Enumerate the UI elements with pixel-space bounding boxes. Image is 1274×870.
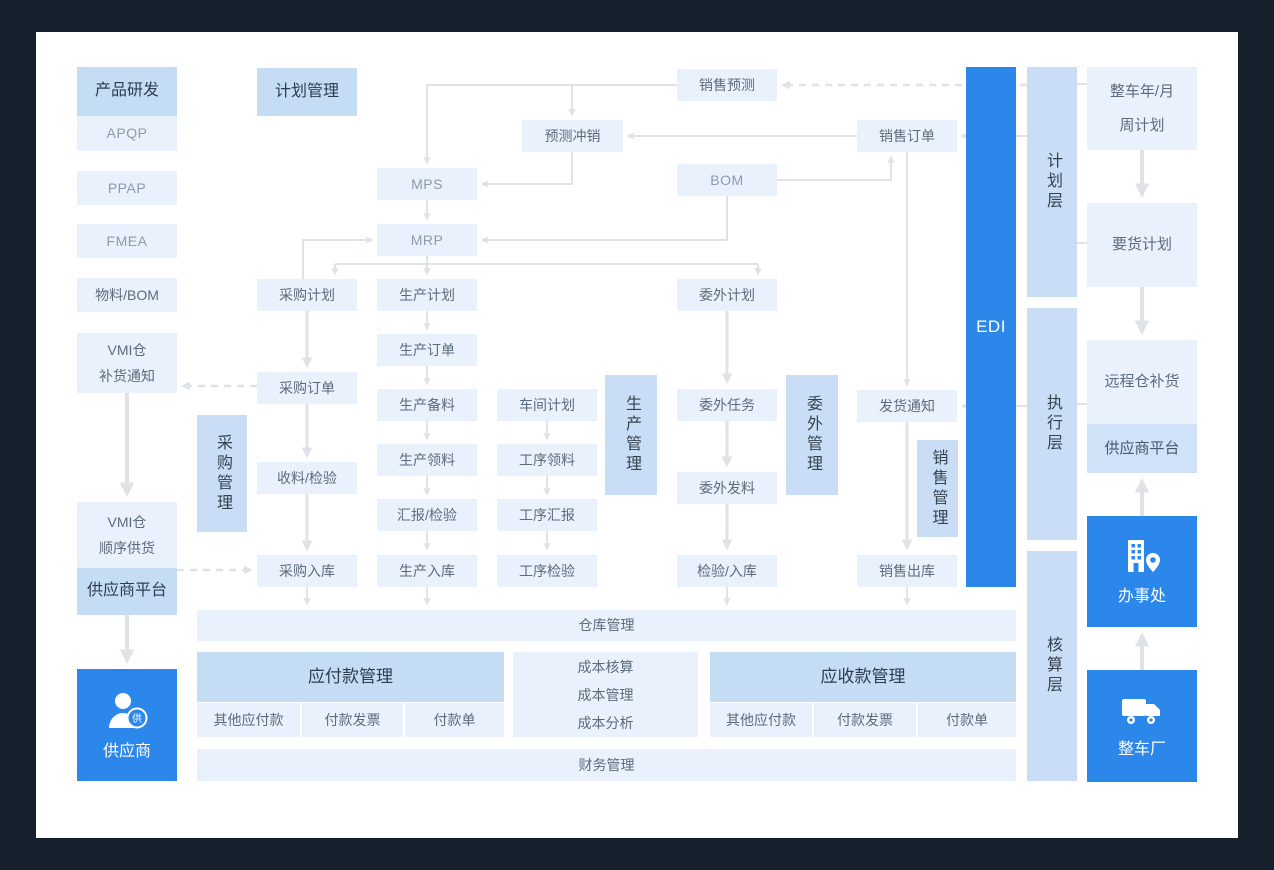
node-payable-slip: 付款单 [405, 703, 504, 737]
node-out-task: 委外任务 [677, 389, 777, 421]
node-vmi-replenish: VMI仓 补货通知 [77, 333, 177, 393]
node-process-report: 工序汇报 [497, 499, 597, 531]
node-fmea: FMEA [77, 224, 177, 258]
node-demand-plan: 要货计划 [1087, 203, 1197, 287]
node-apqp: APQP [77, 116, 177, 151]
node-oem-factory: 整车厂 [1087, 670, 1197, 782]
bar-outsource-mgmt: 委外管理 [786, 375, 838, 495]
group-cost: 成本核算 成本管理 成本分析 [513, 652, 698, 737]
office-building-icon [1128, 540, 1160, 572]
node-cost-accounting: 成本核算 [577, 658, 634, 675]
bar-layer-account: 核算层 [1027, 551, 1077, 781]
node-cost-analysis: 成本分析 [577, 714, 634, 731]
supplier-badge [126, 707, 148, 728]
node-process-pick: 工序领料 [497, 444, 597, 476]
node-prod-in: 生产入库 [377, 555, 477, 587]
node-supplier-platform-right: 供应商平台 [1087, 424, 1197, 473]
node-purchase-plan: 采购计划 [257, 279, 357, 311]
node-purchase-in: 采购入库 [257, 555, 357, 587]
group-receivable-title: 应收款管理 [710, 652, 1016, 702]
node-process-inspect: 工序检验 [497, 555, 597, 587]
node-plan-mgmt: 计划管理 [257, 68, 357, 116]
node-prod-prepare: 生产备料 [377, 389, 477, 421]
node-purchase-order: 采购订单 [257, 372, 357, 404]
diagram-connectors [119, 80, 1150, 670]
node-sales-order: 销售订单 [857, 120, 957, 152]
node-delivery-notice: 发货通知 [857, 390, 957, 422]
bar-layer-plan: 计划层 [1027, 67, 1077, 297]
node-receivable-slip: 付款单 [918, 703, 1016, 737]
node-inspect-in: 检验/入库 [677, 555, 777, 587]
bar-production-mgmt: 生产管理 [605, 375, 657, 495]
diagram-card: 产品研发 APQP PPAP FMEA 物料/BOM VMI仓 补货通知 VMI… [36, 32, 1238, 838]
node-payable-invoice: 付款发票 [302, 703, 403, 737]
bar-edi: EDI [966, 67, 1016, 587]
node-mrp: MRP [377, 224, 477, 256]
bar-warehouse-mgmt: 仓库管理 [197, 610, 1016, 641]
node-out-plan: 委外计划 [677, 279, 777, 311]
node-receivable-invoice: 付款发票 [814, 703, 916, 737]
node-office: 办事处 [1087, 516, 1197, 627]
node-workshop-plan: 车间计划 [497, 389, 597, 421]
node-ppap: PPAP [77, 171, 177, 205]
node-material-bom: 物料/BOM [77, 278, 177, 312]
node-forecast-offset: 预测冲销 [522, 120, 623, 152]
svg-text:供: 供 [132, 712, 142, 725]
truck-icon [1122, 698, 1160, 724]
supplier-icon: 供 [109, 692, 148, 728]
node-oem-plan: 整车年/月 周计划 [1087, 67, 1197, 150]
node-product-dev: 产品研发 [77, 67, 177, 116]
node-supplier-platform-left: 供应商平台 [77, 568, 177, 615]
group-payable-title: 应付款管理 [197, 652, 504, 702]
node-receivable-other: 其他应付款 [710, 703, 812, 737]
node-cost-mgmt: 成本管理 [577, 686, 634, 703]
node-out-issue: 委外发料 [677, 472, 777, 504]
bar-layer-exec: 执行层 [1027, 308, 1077, 540]
node-bom: BOM [677, 164, 777, 196]
bar-sales-mgmt: 销售管理 [917, 440, 958, 537]
node-receive-inspect: 收料/检验 [257, 462, 357, 494]
bar-purchase-mgmt: 采购管理 [197, 415, 247, 532]
node-mps: MPS [377, 168, 477, 200]
node-sales-forecast: 销售预测 [677, 69, 777, 101]
node-supplier: 供 供应商 [77, 669, 177, 781]
node-remote-warehouse: 远程仓补货 [1087, 340, 1197, 424]
node-prod-pick: 生产领料 [377, 444, 477, 476]
node-prod-plan: 生产计划 [377, 279, 477, 311]
node-report-inspect: 汇报/检验 [377, 499, 477, 531]
bar-finance-mgmt: 财务管理 [197, 749, 1016, 781]
node-payable-other: 其他应付款 [197, 703, 300, 737]
node-vmi-sequence: VMI仓 顺序供货 [77, 502, 177, 568]
node-prod-order: 生产订单 [377, 334, 477, 366]
node-sales-out: 销售出库 [857, 555, 957, 587]
